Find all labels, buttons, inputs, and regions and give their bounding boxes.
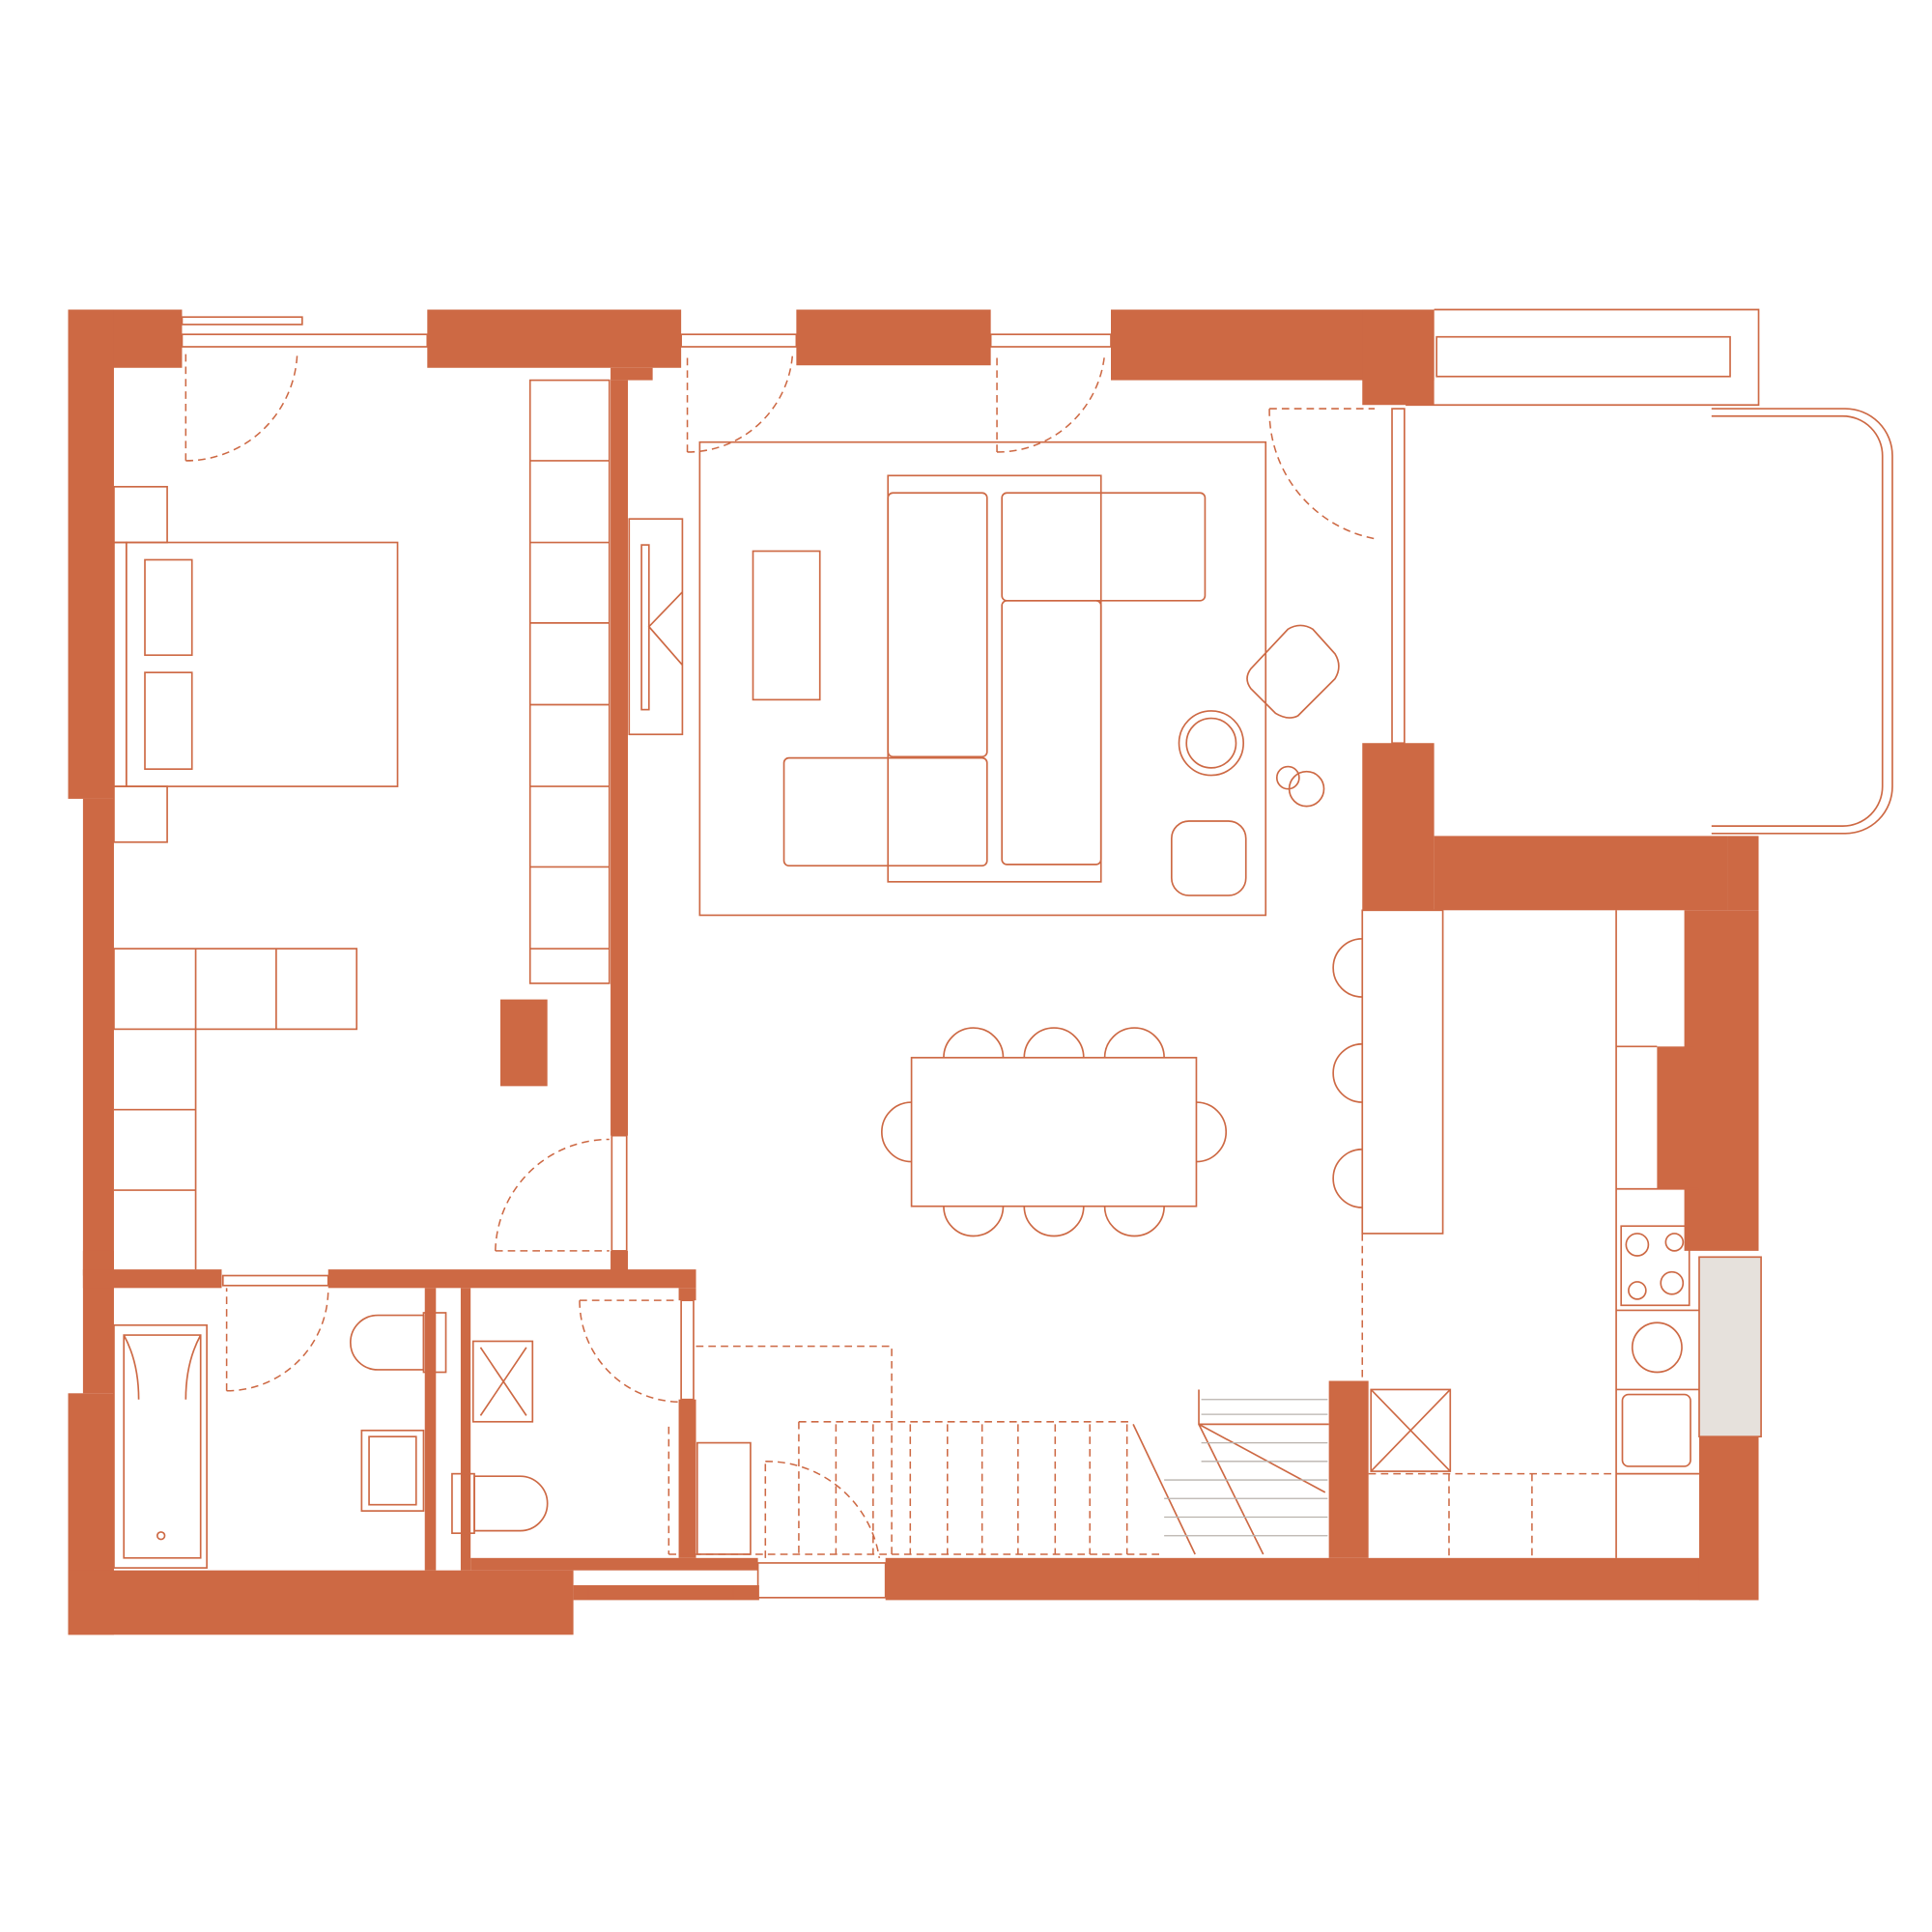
rug [698, 440, 1267, 917]
pillow [144, 671, 193, 770]
floor-lamp [1288, 770, 1325, 808]
armchair [1170, 820, 1247, 896]
tv-unit [628, 518, 684, 736]
bedroom-furniture [113, 379, 611, 1270]
sink [360, 1429, 425, 1512]
doors [185, 353, 1376, 1558]
side-table [1178, 710, 1245, 777]
sofa [887, 492, 988, 758]
pillow [144, 558, 193, 657]
living-furniture [628, 440, 1340, 917]
bathrooms [113, 1312, 752, 1569]
windows [181, 316, 1762, 1599]
desk [113, 948, 358, 1031]
walls [68, 309, 1759, 1635]
dining-table [910, 1057, 1198, 1208]
coffee-table [752, 550, 821, 701]
staircase [668, 1345, 1329, 1555]
nightstand [113, 486, 168, 544]
nightstand [113, 785, 168, 843]
bed [113, 541, 399, 787]
dishwasher-icon [1631, 1321, 1683, 1374]
wardrobe [528, 379, 611, 984]
sink [471, 1340, 534, 1423]
toilet [350, 1314, 425, 1371]
armchair [1246, 624, 1340, 719]
kitchen [1361, 910, 1699, 1558]
hob [1620, 1225, 1690, 1307]
kitchen-sink [1621, 1393, 1691, 1467]
bathtub [113, 1323, 208, 1569]
toilet [473, 1475, 549, 1532]
terrace [1406, 308, 1893, 835]
dining-furniture [881, 909, 1444, 1237]
kitchen-island [1361, 909, 1444, 1235]
